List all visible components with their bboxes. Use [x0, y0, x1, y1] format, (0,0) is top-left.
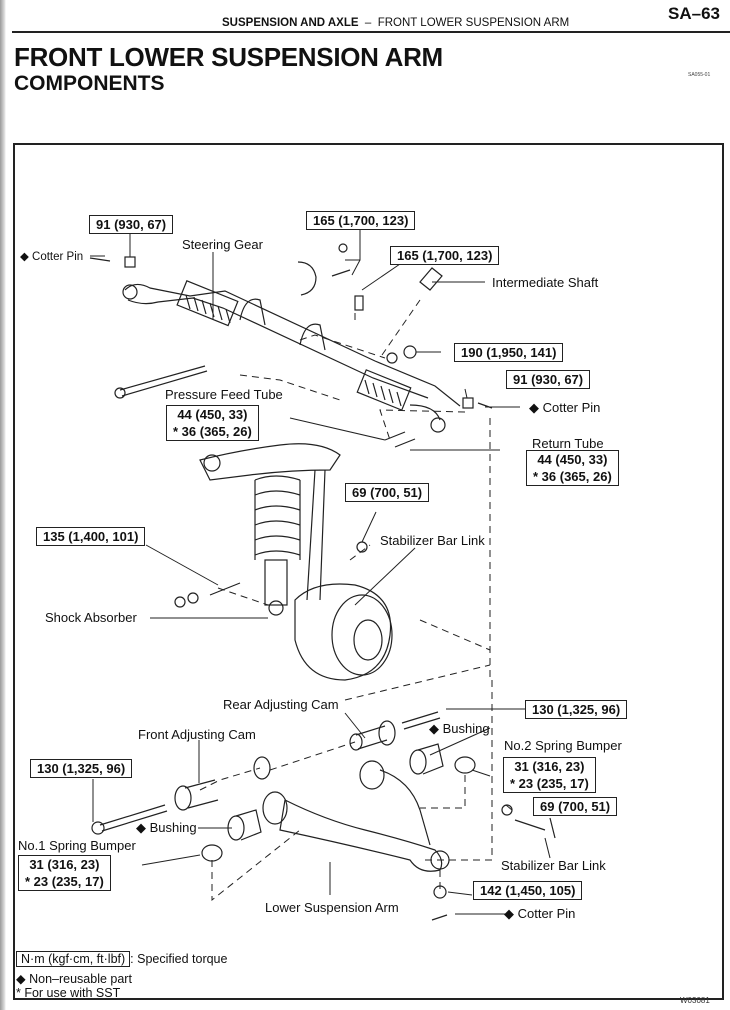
label-no2-spring-bumper: No.2 Spring Bumper	[504, 738, 622, 753]
torque-spec-no1-spring-bumper: 31 (316, 23) * 23 (235, 17)	[18, 855, 111, 891]
legend-torque-unit: N·m (kgf·cm, ft·lbf)	[16, 951, 131, 967]
page-number: SA–63	[668, 4, 720, 23]
steering-gear-drawing	[122, 280, 461, 433]
label-cotter-pin-lower: ◆ Cotter Pin	[504, 906, 576, 921]
torque-spec-tie-rod-nut-right: 91 (930, 67)	[506, 370, 591, 389]
bushings-cams-drawing	[91, 711, 556, 899]
torque-value-sst: * 23 (235, 17)	[510, 776, 589, 791]
figure-id: W03081	[680, 996, 710, 1005]
torque-spec-ball-joint-nut: 142 (1,450, 105)	[473, 881, 583, 900]
page-subtitle: COMPONENTS	[14, 72, 165, 95]
leader-lines	[90, 229, 551, 915]
legend-non-reusable: ◆ Non–reusable part	[16, 972, 132, 986]
label-bushing-left: ◆ Bushing	[136, 820, 197, 835]
torque-spec-front-cam-bolt: 130 (1,325, 96)	[30, 759, 133, 778]
torque-value: 44 (450, 33)	[177, 407, 248, 422]
torque-spec-tie-rod-nut-left: 91 (930, 67)	[89, 215, 174, 234]
label-intermediate-shaft: Intermediate Shaft	[492, 275, 599, 290]
torque-value: 44 (450, 33)	[537, 452, 608, 467]
torque-spec-no2-spring-bumper: 31 (316, 23) * 23 (235, 17)	[503, 757, 596, 793]
assembly-lines	[199, 299, 493, 902]
torque-value: 142 (1,450, 105)	[480, 883, 576, 898]
fasteners-drawing	[89, 243, 493, 921]
lower-arm-drawing	[262, 760, 450, 872]
torque-spec-rear-cam-bolt: 130 (1,325, 96)	[525, 700, 628, 719]
label-cotter-pin-upper-right: ◆ Cotter Pin	[529, 400, 601, 415]
torque-spec-intermediate-shaft-bolt: 165 (1,700, 123)	[390, 246, 500, 265]
section-name: SUSPENSION AND AXLE	[222, 17, 359, 29]
torque-spec-return-tube: 44 (450, 33) * 36 (365, 26)	[526, 450, 619, 486]
strut-spring-drawing	[199, 443, 341, 616]
running-header: SUSPENSION AND AXLE – FRONT LOWER SUSPEN…	[222, 17, 569, 29]
torque-value: 165 (1,700, 123)	[313, 213, 409, 228]
torque-spec-shock-absorber-bolt: 135 (1,400, 101)	[36, 527, 146, 546]
header-separator: –	[364, 17, 372, 29]
torque-value: 31 (316, 23)	[514, 759, 585, 774]
legend-sst: * For use with SST	[16, 986, 121, 1000]
page-title: FRONT LOWER SUSPENSION ARM	[14, 42, 443, 72]
subsection-name: FRONT LOWER SUSPENSION ARM	[377, 17, 570, 29]
label-pressure-feed-tube: Pressure Feed Tube	[165, 387, 283, 402]
torque-value: 135 (1,400, 101)	[43, 529, 139, 544]
torque-value: 91 (930, 67)	[96, 217, 167, 232]
label-no1-spring-bumper: No.1 Spring Bumper	[18, 838, 136, 853]
torque-value: 69 (700, 51)	[540, 799, 611, 814]
label-bushing-right: ◆ Bushing	[429, 721, 490, 736]
label-rear-adjusting-cam: Rear Adjusting Cam	[223, 697, 339, 712]
label-stabilizer-bar-link-upper: Stabilizer Bar Link	[380, 533, 485, 548]
label-front-adjusting-cam: Front Adjusting Cam	[138, 727, 256, 742]
torque-value: 91 (930, 67)	[513, 372, 584, 387]
torque-value: 69 (700, 51)	[352, 485, 423, 500]
diagram-frame	[13, 143, 724, 1000]
long-bolt-drawing	[114, 365, 208, 399]
torque-value: 31 (316, 23)	[29, 857, 100, 872]
header-rule	[12, 31, 730, 33]
label-lower-suspension-arm: Lower Suspension Arm	[265, 900, 399, 915]
torque-spec-bracket-bolt: 165 (1,700, 123)	[306, 211, 416, 230]
torque-value: 190 (1,950, 141)	[461, 345, 557, 360]
label-steering-gear: Steering Gear	[182, 237, 263, 252]
page-binding-shadow	[0, 0, 6, 1010]
torque-value-sst: * 36 (365, 26)	[173, 424, 252, 439]
figure-code: SA055-01	[688, 72, 711, 78]
label-return-tube: Return Tube	[532, 436, 604, 451]
label-cotter-pin-upper-left: ◆ Cotter Pin	[20, 251, 84, 263]
legend-torque: N·m (kgf·cm, ft·lbf): Specified torque	[16, 950, 227, 968]
legend-torque-desc: : Specified torque	[130, 952, 228, 966]
torque-spec-pressure-feed-tube: 44 (450, 33) * 36 (365, 26)	[166, 405, 259, 441]
torque-value-sst: * 36 (365, 26)	[533, 469, 612, 484]
torque-value: 130 (1,325, 96)	[532, 702, 621, 717]
steering-knuckle-drawing	[294, 583, 393, 681]
torque-value-sst: * 23 (235, 17)	[25, 874, 104, 889]
label-stabilizer-bar-link-lower: Stabilizer Bar Link	[501, 858, 606, 873]
torque-spec-stabilizer-link-nut-lower: 69 (700, 51)	[533, 797, 618, 816]
torque-spec-stabilizer-link-nut-upper: 69 (700, 51)	[345, 483, 430, 502]
torque-value: 130 (1,325, 96)	[37, 761, 126, 776]
torque-value: 165 (1,700, 123)	[397, 248, 493, 263]
torque-spec-gear-mount-nut: 190 (1,950, 141)	[454, 343, 564, 362]
label-shock-absorber: Shock Absorber	[45, 610, 137, 625]
